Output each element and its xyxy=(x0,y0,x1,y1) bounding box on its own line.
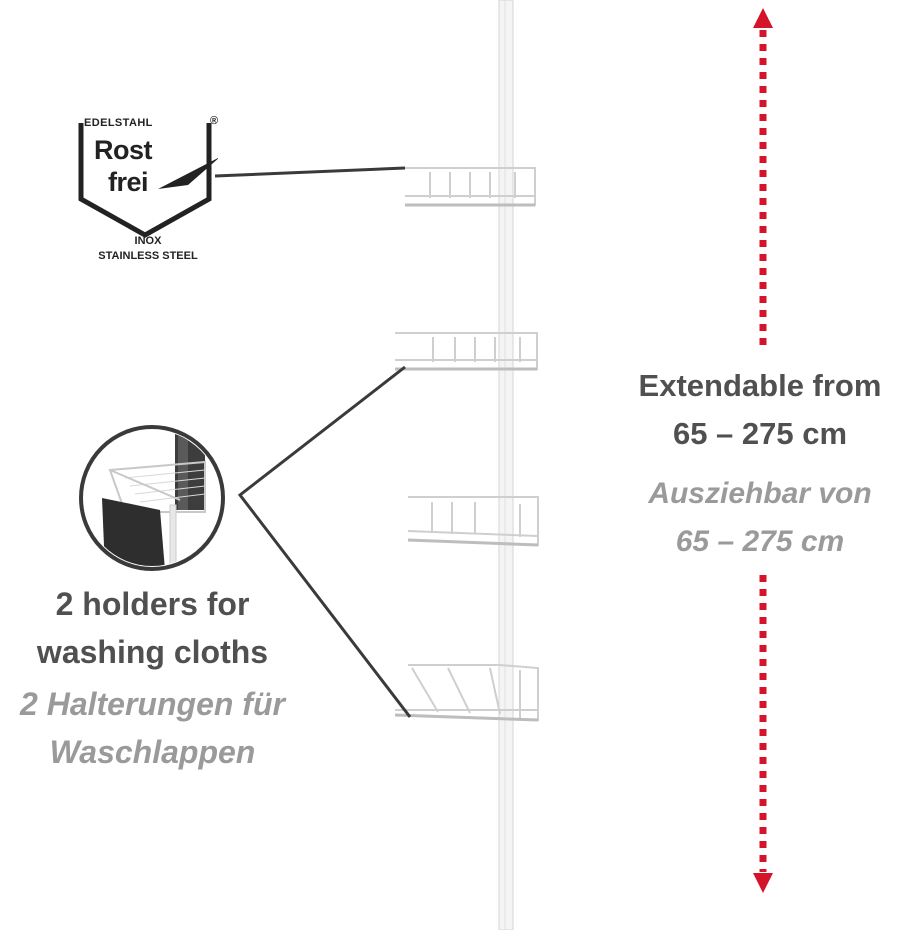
badge-top-label: EDELSTAHL xyxy=(84,117,153,129)
extendable-english: Extendable from 65 – 275 cm xyxy=(610,362,910,458)
holders-de-line1: 2 Halterungen für xyxy=(20,686,285,722)
holders-german: 2 Halterungen für Waschlappen xyxy=(0,680,305,776)
shelf-1 xyxy=(405,167,536,207)
extendable-de-line1: Ausziehbar von xyxy=(648,477,872,510)
holders-english: 2 holders for washing cloths xyxy=(0,580,305,676)
extendable-en-line1: Extendable from xyxy=(638,368,882,403)
tension-pole xyxy=(498,0,514,930)
holders-en-line1: 2 holders for xyxy=(55,586,250,622)
holders-en-line2: washing cloths xyxy=(36,634,269,670)
holders-de-line2: Waschlappen xyxy=(49,734,256,770)
shelf-3 xyxy=(407,496,539,547)
holder-zoom-circle xyxy=(79,425,225,571)
registered-mark: ® xyxy=(210,115,219,127)
badge-word-frei: frei xyxy=(108,167,149,197)
badge-word-rost: Rost xyxy=(94,135,153,165)
shelf-4 xyxy=(394,664,539,722)
shelf-2 xyxy=(395,332,538,371)
badge-stainless-steel: STAINLESS STEEL xyxy=(98,250,198,262)
extendable-de-line2: 65 – 275 cm xyxy=(675,525,845,558)
extendable-german: Ausziehbar von 65 – 275 cm xyxy=(610,470,910,566)
badge-inox: INOX xyxy=(134,235,162,247)
holder-callout-line xyxy=(237,365,412,718)
extension-arrow xyxy=(753,8,773,893)
badge-callout-line xyxy=(214,166,406,178)
rostfrei-badge: EDELSTAHL ® Rost frei INOX STAINLESS STE… xyxy=(78,115,219,267)
extendable-en-line2: 65 – 275 cm xyxy=(672,416,848,451)
